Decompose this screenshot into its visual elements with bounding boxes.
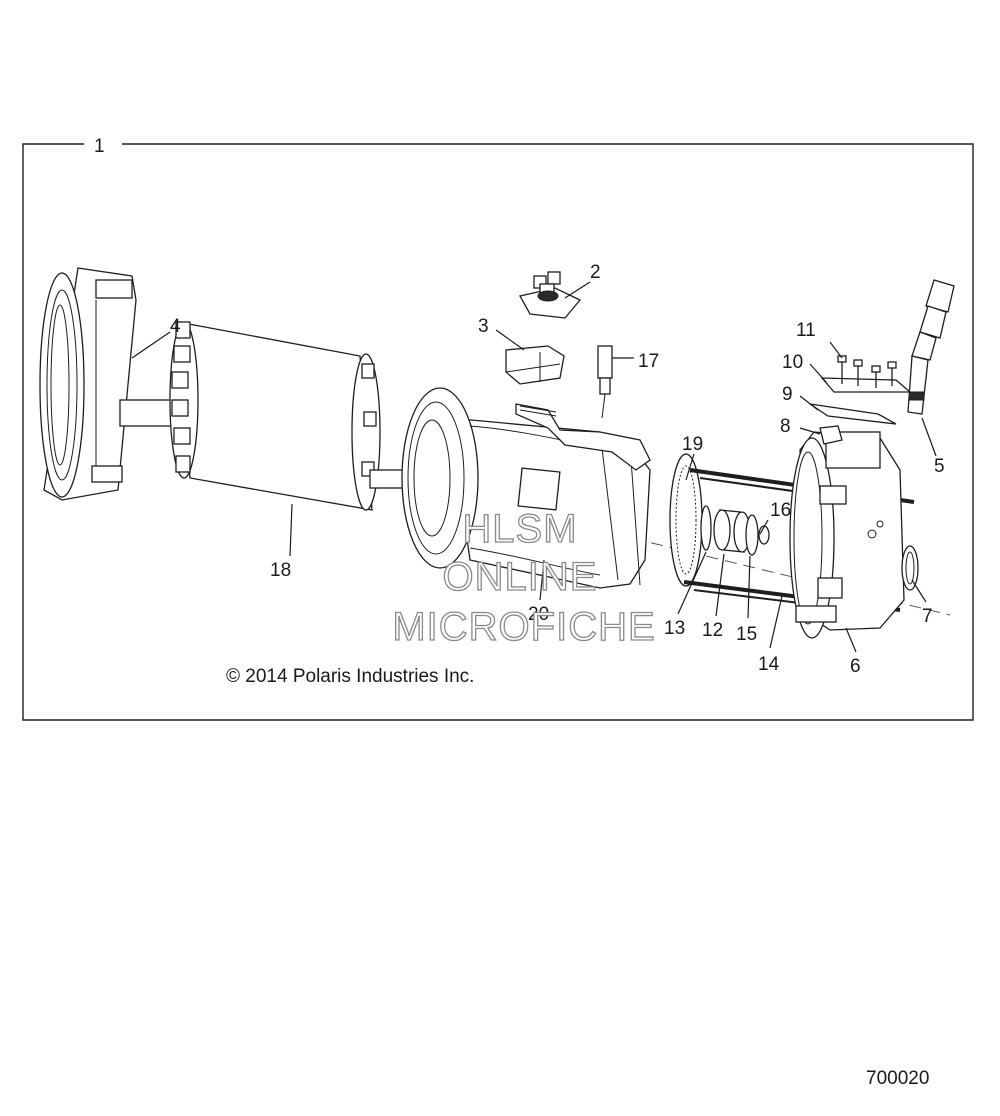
armature-part-18	[119, 321, 421, 511]
callout-labels: 1 2 3 4 5 6 7 8 9 10 11 12 13 14 15 16 1…	[94, 136, 945, 677]
washer-part-13	[700, 505, 712, 551]
callout-19: 19	[682, 434, 703, 455]
terminal-part-2	[519, 271, 582, 319]
callout-10: 10	[782, 352, 803, 373]
callout-7: 7	[922, 606, 933, 627]
plate-part-10	[820, 377, 912, 393]
watermark-line-3: MICROFICHE	[392, 605, 655, 649]
callout-18: 18	[270, 560, 291, 581]
ring-part-15	[745, 514, 759, 556]
watermark-line-1: HLSM	[462, 507, 577, 551]
leader-lines	[131, 281, 937, 653]
watermark: HLSM ONLINE MICROFICHE	[392, 506, 656, 649]
callout-3: 3	[478, 316, 489, 337]
figure-number: 700020	[866, 1068, 929, 1089]
callout-12: 12	[702, 620, 723, 641]
callout-8: 8	[780, 416, 791, 437]
motor-housing-part-20	[401, 387, 651, 589]
callout-15: 15	[736, 624, 757, 645]
callout-5: 5	[934, 456, 945, 477]
watermark-line-2: ONLINE	[443, 555, 598, 599]
end-cap-part-4	[39, 267, 137, 501]
callout-6: 6	[850, 656, 861, 677]
callout-11: 11	[796, 320, 816, 341]
callout-1: 1	[94, 136, 105, 157]
callout-14: 14	[758, 654, 780, 675]
bearing-part-12	[713, 509, 751, 553]
cover-part-9	[809, 403, 897, 425]
callout-16: 16	[770, 500, 791, 521]
clip-part-16	[758, 525, 770, 545]
callout-13: 13	[664, 618, 685, 639]
callout-4: 4	[170, 316, 181, 337]
seal-part-7	[901, 545, 919, 591]
bracket-part-8	[819, 425, 843, 445]
callout-17: 17	[638, 351, 659, 372]
connector-part-5	[907, 279, 955, 415]
sensor-part-17	[597, 345, 613, 419]
callout-20: 20	[528, 604, 549, 625]
copyright-notice: © 2014 Polaris Industries Inc.	[226, 666, 474, 687]
screws-part-11	[837, 355, 897, 388]
block-part-3	[505, 345, 565, 385]
assembly-frame	[22, 143, 974, 721]
gear-housing-part-6	[789, 431, 905, 639]
callout-9: 9	[782, 384, 793, 405]
callout-2: 2	[590, 262, 601, 283]
gear-part-19	[669, 453, 703, 587]
